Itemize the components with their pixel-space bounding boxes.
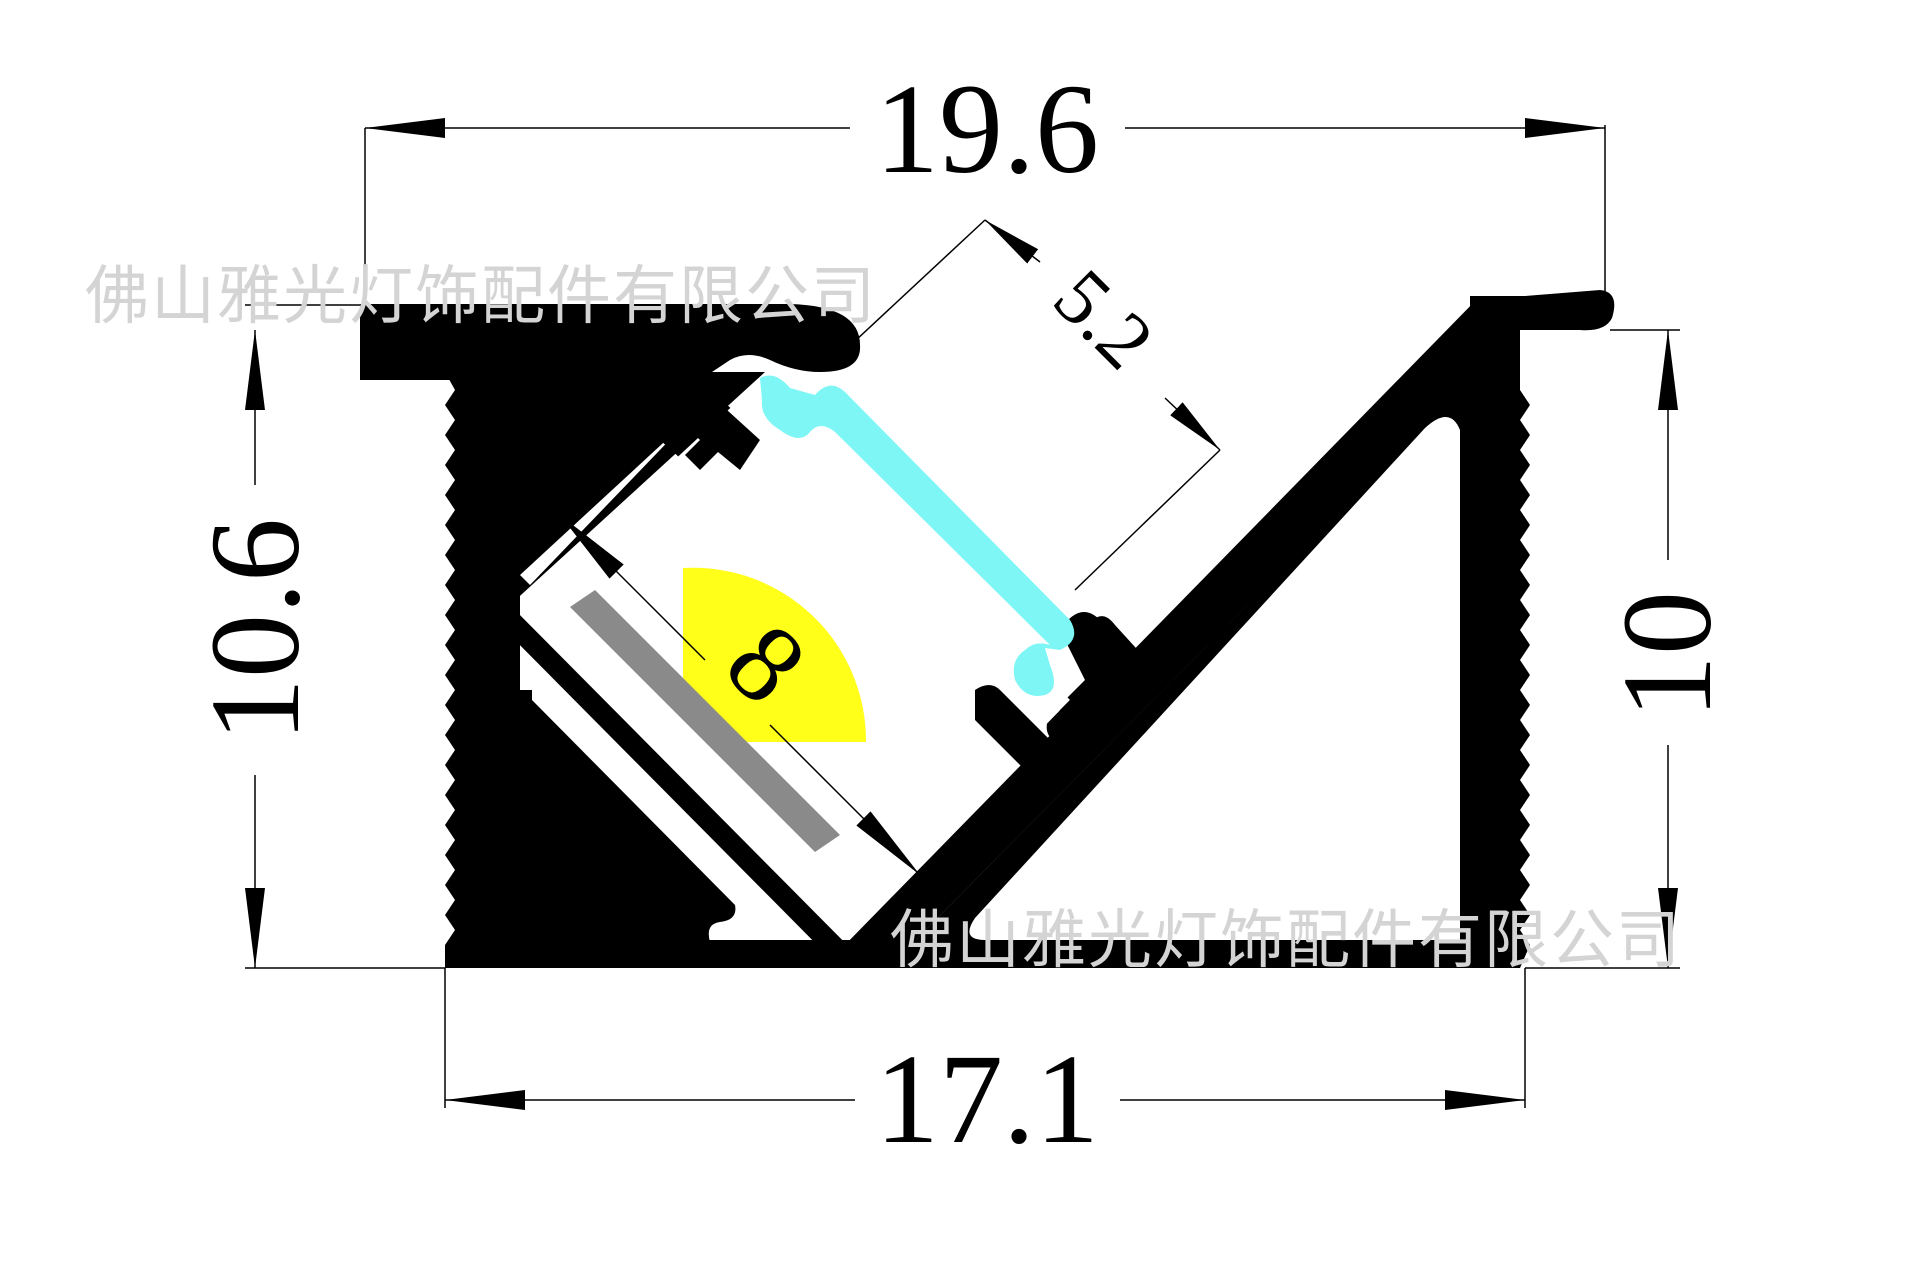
strip-width-line-top: [559, 514, 706, 661]
lens-depth-line-top: [984, 219, 1041, 264]
top-width-label: 19.6: [875, 58, 1099, 200]
left-flange: [360, 304, 861, 380]
watermark-top: 佛山雅光灯饰配件有限公司: [85, 260, 877, 334]
right-height-label: 10: [1596, 591, 1738, 719]
diagonal-web: [840, 296, 1520, 968]
lens-depth-label: 5.2: [1037, 253, 1170, 386]
watermark-bottom: 佛山雅光灯饰配件有限公司: [890, 904, 1682, 978]
lower-clip: [1056, 616, 1165, 735]
dimension-lines: [245, 118, 1680, 1110]
left-wall: [445, 372, 520, 968]
led-light-beam: [683, 567, 867, 742]
strip-width-line-bottom: [769, 724, 921, 876]
bottom-width-label: 17.1: [875, 1028, 1099, 1170]
clip-tabs: [685, 390, 1165, 770]
base-left: [500, 690, 736, 968]
diffuser-cover: [760, 375, 1075, 696]
left-height-label: 10.6: [184, 518, 326, 742]
lower-clip-2: [975, 685, 1050, 770]
lens-depth-line-bottom: [1164, 397, 1221, 451]
triangle-cavity: [969, 416, 1460, 941]
right-wall: [1470, 296, 1530, 968]
led-strip: [570, 590, 840, 852]
upper-clip: [685, 390, 760, 470]
